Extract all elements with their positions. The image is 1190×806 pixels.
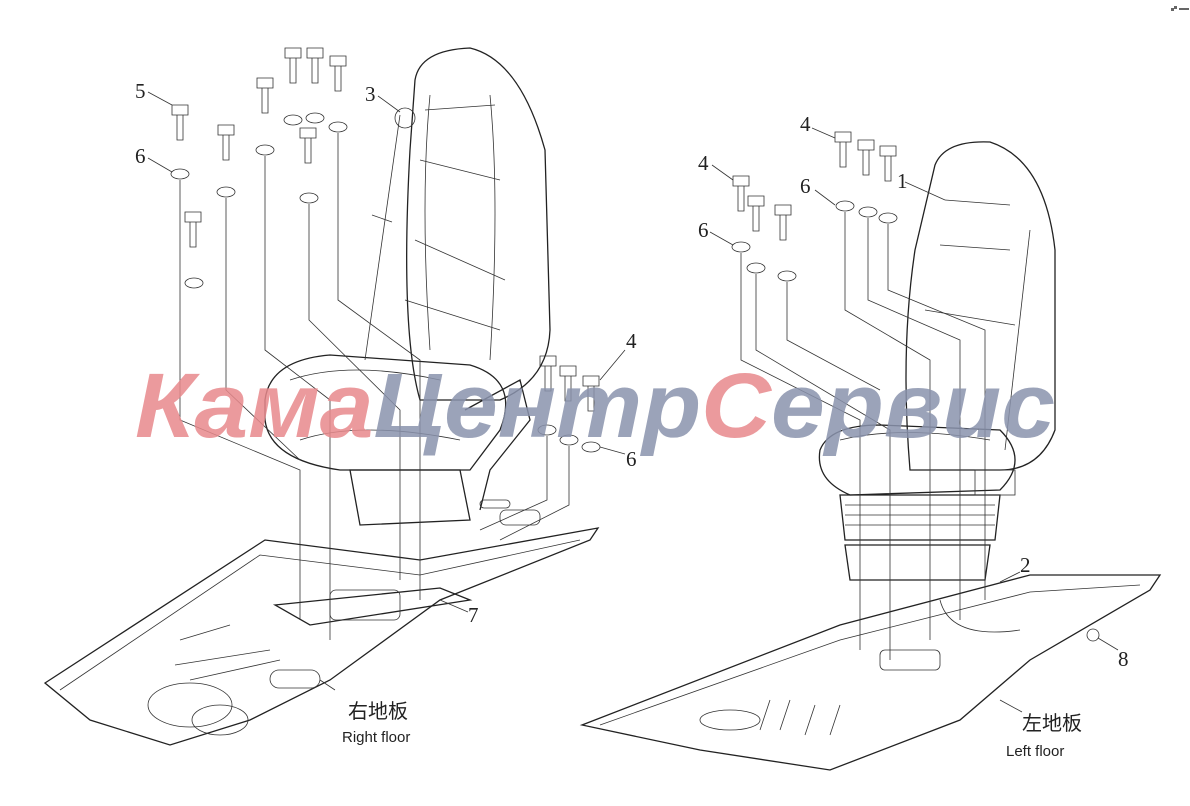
left-bolts <box>170 47 601 640</box>
callout-5: 5 <box>135 79 146 103</box>
right-leader-lines <box>709 127 1119 713</box>
right-floor-label-cn: 右地板 <box>348 699 408 723</box>
left-floor-label-en: Left floor <box>1006 743 1064 760</box>
callout-1: 1 <box>897 169 908 193</box>
left-floor-label-cn: 左地板 <box>1022 711 1082 735</box>
callout-7: 7 <box>468 603 479 627</box>
callout-6: 6 <box>626 447 637 471</box>
right-bolts <box>731 131 1100 660</box>
right-floor-label-en: Right floor <box>342 729 410 746</box>
callout-2: 2 <box>1020 553 1031 577</box>
watermark-part-4: ервис <box>771 355 1055 457</box>
callout-8: 8 <box>1118 647 1129 671</box>
watermark-part-3: С <box>701 355 772 457</box>
left-leader-lines <box>147 91 626 691</box>
callout-4: 4 <box>800 112 811 136</box>
callout-6: 6 <box>135 144 146 168</box>
callout-4: 4 <box>626 329 637 353</box>
watermark-part-1: Кама <box>135 355 373 457</box>
callout-6: 6 <box>698 218 709 242</box>
corner-icon <box>1171 6 1189 11</box>
callout-3: 3 <box>365 82 376 106</box>
callout-6: 6 <box>800 174 811 198</box>
left-floor-panel <box>579 574 1162 771</box>
right-floor-panel <box>43 499 600 746</box>
watermark-part-2: Центр <box>373 355 701 457</box>
callout-4: 4 <box>698 151 709 175</box>
